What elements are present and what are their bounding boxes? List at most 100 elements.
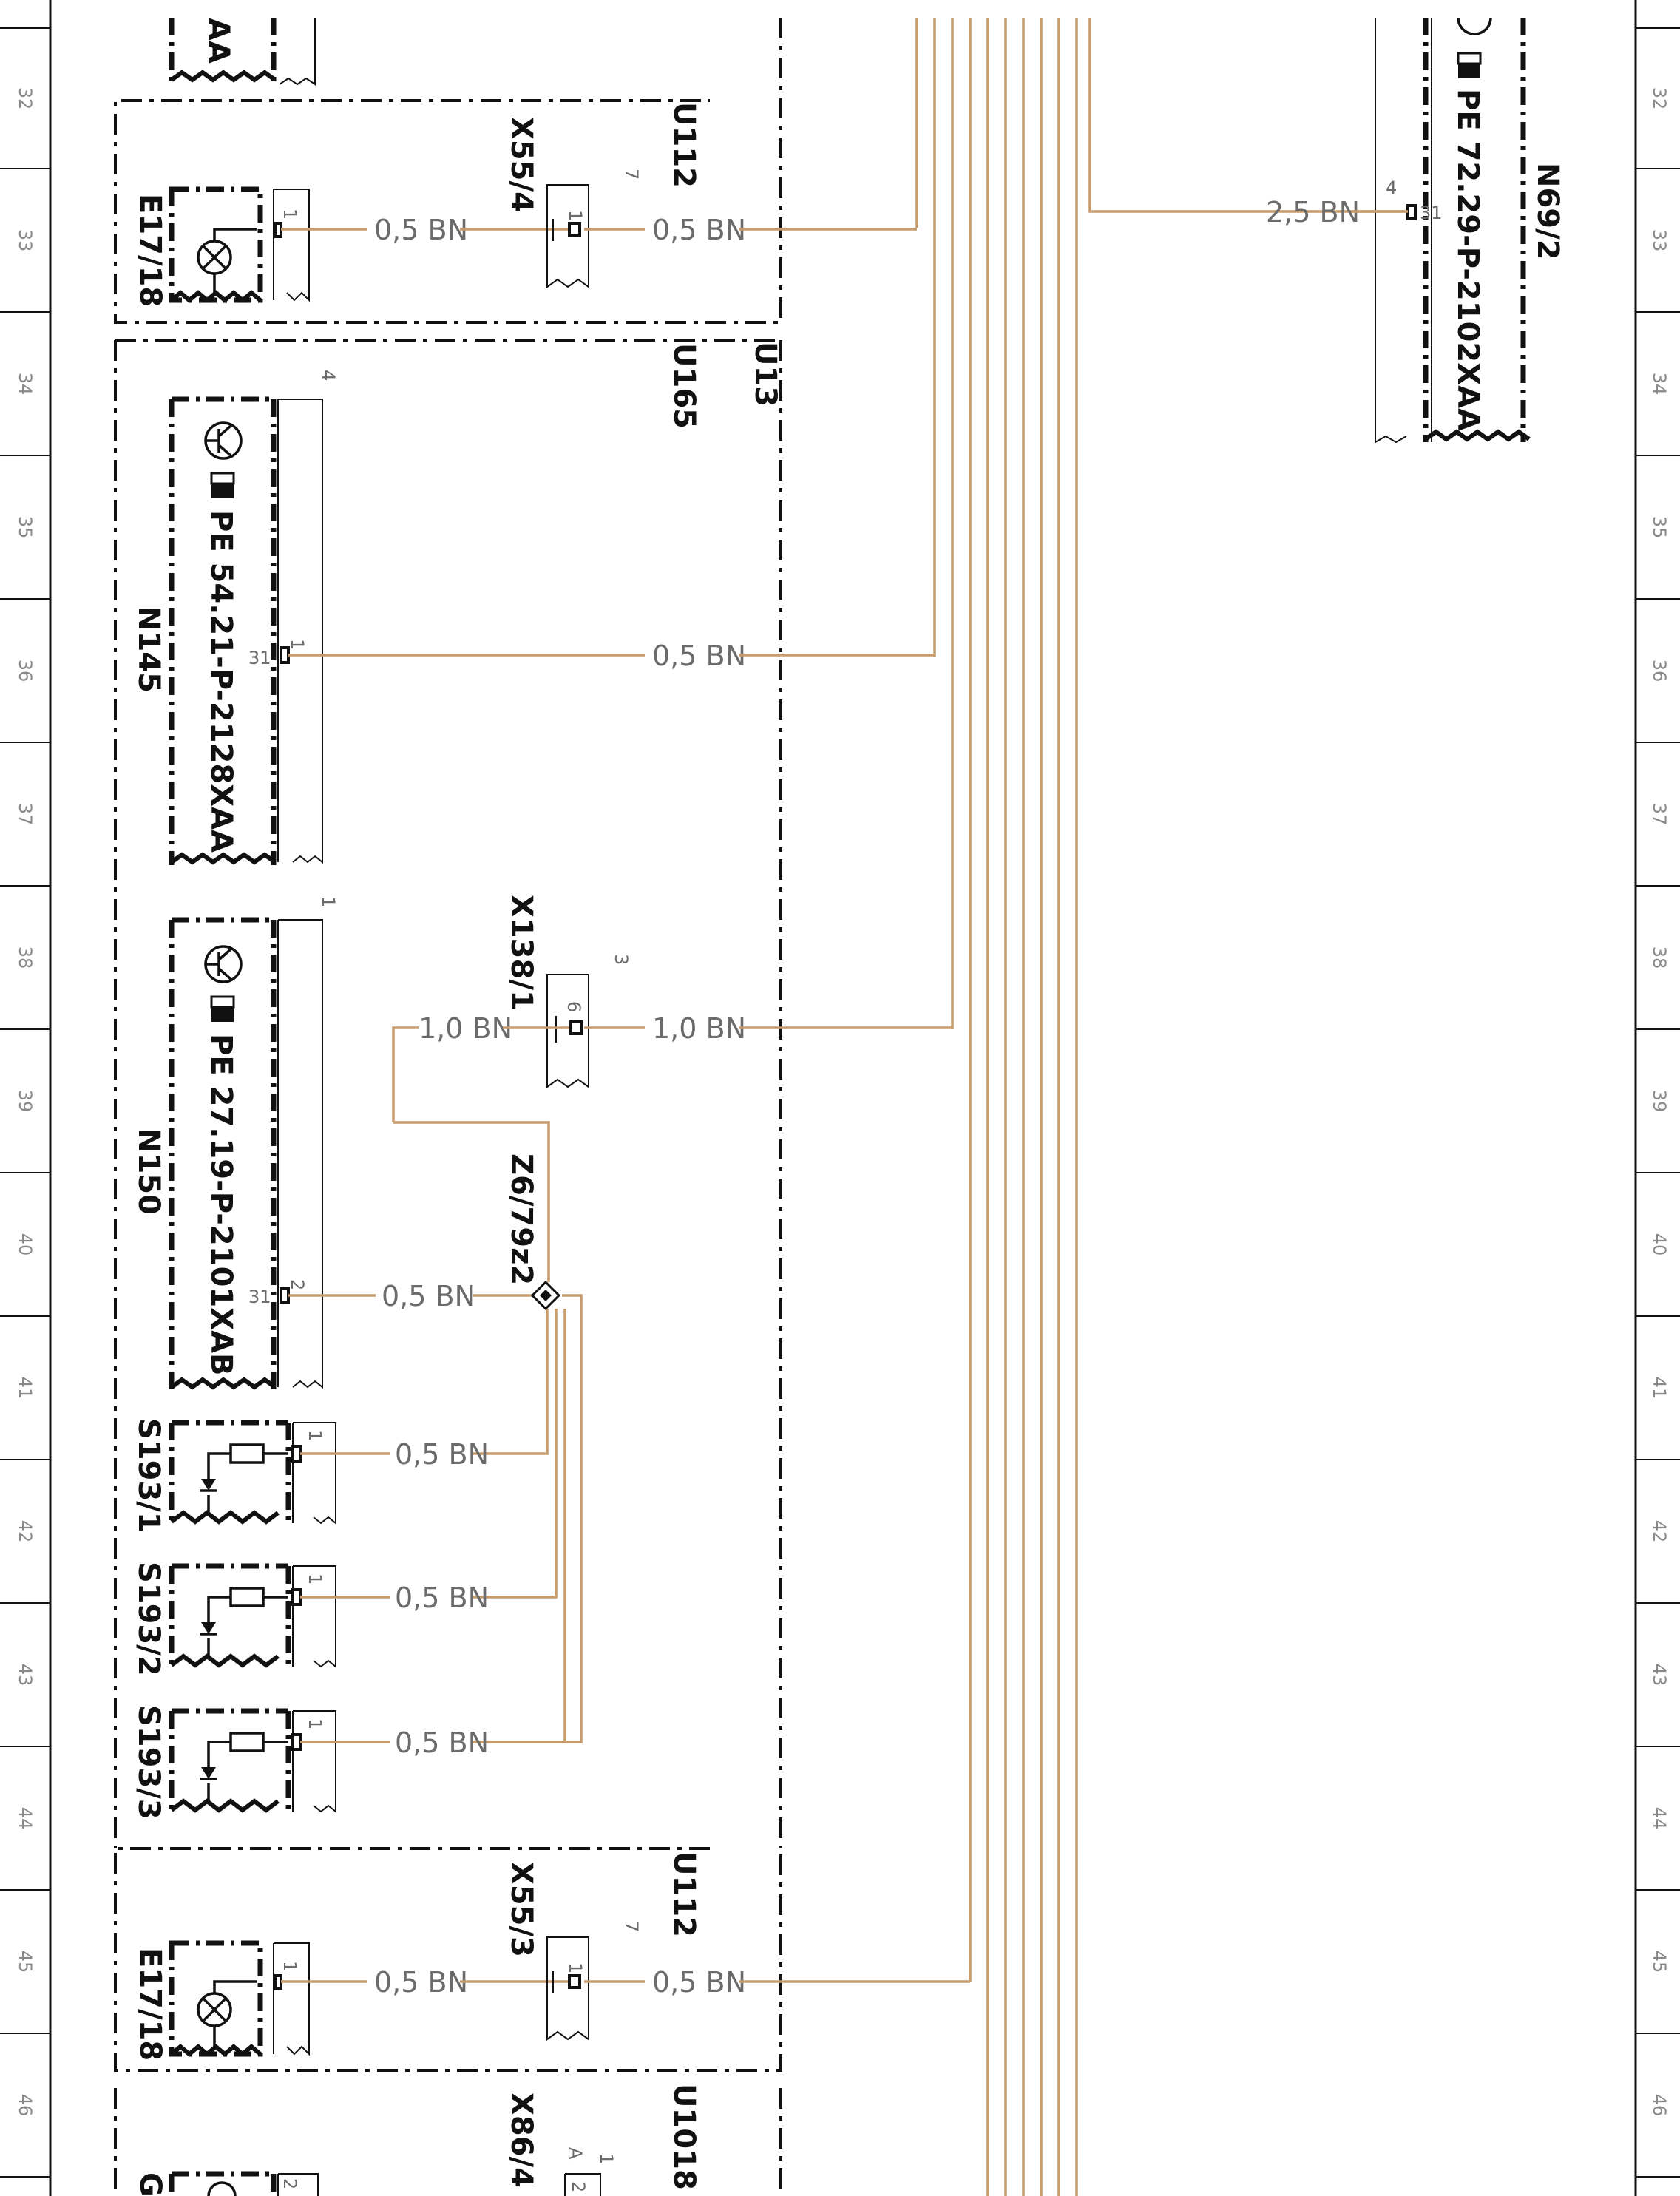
right-ruler: 32 33 34 35 36 37 38 39 40 41 42 43 44 4… <box>1634 0 1680 2196</box>
ruler-right-40: 40 <box>1649 1233 1670 1256</box>
ruler-right-44: 44 <box>1649 1807 1670 1830</box>
ruler-left-40: 40 <box>15 1233 35 1256</box>
module-u112-bottom-label: U112 <box>667 1851 701 1937</box>
n150-pin-inner: 2 <box>287 1279 308 1290</box>
ruler-right-45: 45 <box>1649 1951 1670 1973</box>
ruler-left-44: 44 <box>15 1807 35 1830</box>
ruler-left-32: 32 <box>15 87 35 110</box>
ruler-right-42: 42 <box>1649 1520 1670 1543</box>
ruler-left-33: 33 <box>15 229 35 252</box>
x55-4-pin-inner: 1 <box>565 210 586 221</box>
x86-pin-outer: 1 <box>596 2153 617 2164</box>
module-u13-label: U13 <box>748 342 782 407</box>
wire-label-x138-b: 1,0 BN <box>652 1012 746 1045</box>
x138-1-label: X138/1 <box>504 895 538 1011</box>
n145-pin-ground: 31 <box>248 648 271 668</box>
wire-label-e17-top-b: 0,5 BN <box>652 214 746 246</box>
n150-pin-ground: 31 <box>248 1287 271 1307</box>
x55-4-label: X55/4 <box>504 117 538 212</box>
transistor-icon <box>204 421 243 460</box>
n145-pin-inner: 1 <box>287 639 308 650</box>
resistor-icon <box>229 1443 265 1464</box>
ruler-left-36: 36 <box>15 660 35 682</box>
hand-pointer-icon <box>210 995 235 1022</box>
n145-pin-outer: 4 <box>318 370 339 381</box>
ruler-left-45: 45 <box>15 1951 35 1973</box>
component-n69-2: PE 72.29-P-2102XAA N69/2 4 31 <box>1375 17 1565 444</box>
g-pin: 2 <box>280 2178 300 2189</box>
connector-x55-3: 1 7 X55/3 <box>504 1862 642 2041</box>
n69-2-doc: PE 72.29-P-2102XAA <box>1451 89 1485 431</box>
component-e17-18-top: 1 E17/18 <box>133 186 310 307</box>
n69-pin-inner: 31 <box>1420 203 1443 223</box>
wire-label-s193-2: 0,5 BN <box>395 1582 489 1614</box>
wire-label-e17-bot-a: 0,5 BN <box>374 1966 468 1999</box>
transistor-icon <box>204 945 243 983</box>
top-partial-component: AA <box>169 18 316 86</box>
ruler-left-39: 39 <box>15 1090 35 1113</box>
component-n145: PE 54.21-P-2128XAA N145 4 1 31 <box>132 370 339 865</box>
x55-3-label: X55/3 <box>504 1862 538 1957</box>
n145-label: N145 <box>132 606 166 693</box>
x138-pin-outer: 3 <box>611 954 631 965</box>
wire-label-x138-a: 1,0 BN <box>419 1012 512 1045</box>
module-u13-u165: U13 U165 <box>114 339 782 1848</box>
component-s193-2: 1 S193/2 <box>132 1562 336 1676</box>
resistor-icon <box>229 1587 265 1607</box>
ruler-right-43: 43 <box>1649 1664 1670 1687</box>
n150-label: N150 <box>132 1128 166 1215</box>
hand-pointer-icon <box>210 472 235 498</box>
ruler-left-42: 42 <box>15 1520 35 1543</box>
n150-pin-outer: 1 <box>318 896 339 907</box>
module-u1018: U1018 <box>114 2084 782 2196</box>
s193-3-pin: 1 <box>305 1718 325 1729</box>
connector-x86-4: 1 A 2 X86/4 <box>504 2092 617 2196</box>
ruler-right-34: 34 <box>1649 373 1670 396</box>
wire-label-n150: 0,5 BN <box>382 1280 475 1312</box>
ruler-right-41: 41 <box>1649 1377 1670 1400</box>
x55-3-pin-inner: 1 <box>565 1962 586 1973</box>
x86-pin-a: A <box>565 2147 586 2160</box>
ruler-right-33: 33 <box>1649 229 1670 252</box>
g-partial-label: G <box>133 2172 167 2196</box>
component-g-partial: 2 G <box>133 2171 319 2196</box>
ruler-left-46: 46 <box>15 2094 35 2117</box>
ruler-right-35: 35 <box>1649 516 1670 539</box>
resistor-icon <box>229 1732 265 1752</box>
x138-pin-inner: 6 <box>563 1001 584 1012</box>
ruler-right-46: 46 <box>1649 2094 1670 2117</box>
hand-pointer-icon <box>1457 52 1482 78</box>
module-u165-label: U165 <box>667 343 701 429</box>
ruler-left-41: 41 <box>15 1377 35 1400</box>
wire-label-s193-3: 0,5 BN <box>395 1726 489 1759</box>
x86-pin-inner: 2 <box>568 2181 589 2192</box>
left-ruler: 32 33 34 35 36 37 38 39 40 41 42 43 44 4… <box>0 0 52 2196</box>
ruler-right-32: 32 <box>1649 87 1670 110</box>
wire-label-n145: 0,5 BN <box>652 640 746 672</box>
x55-3-pin-outer: 7 <box>621 1921 642 1932</box>
component-s193-3: 1 S193/3 <box>132 1705 336 1820</box>
ruler-left-35: 35 <box>15 516 35 539</box>
x55-4-pin-outer: 7 <box>621 169 642 180</box>
module-u112-top: U112 <box>114 18 782 324</box>
s193-1-label: S193/1 <box>132 1418 166 1533</box>
s193-3-label: S193/3 <box>132 1705 166 1820</box>
s193-2-label: S193/2 <box>132 1562 166 1676</box>
wire-label-s193-1: 0,5 BN <box>395 1438 489 1471</box>
connector-x55-4: 1 7 X55/4 <box>504 117 642 288</box>
e17-top-pin: 1 <box>280 209 300 220</box>
splice-z6-79z2: Z6/79z2 <box>393 1121 583 1743</box>
led-icon <box>201 1479 216 1491</box>
wire-label-e17-top-a: 0,5 BN <box>374 214 468 246</box>
ruler-right-37: 37 <box>1649 803 1670 826</box>
n69-pin-outer: 4 <box>1386 177 1397 198</box>
n69-2-label: N69/2 <box>1531 163 1565 260</box>
wire-label-n69: 2,5 BN <box>1266 196 1360 228</box>
wire-label-e17-bot-b: 0,5 BN <box>652 1966 746 1999</box>
s193-1-pin: 1 <box>305 1430 325 1441</box>
z6-79z2-label: Z6/79z2 <box>504 1153 538 1285</box>
component-e17-18-bottom: 1 E17/18 <box>133 1940 310 2061</box>
ruler-right-38: 38 <box>1649 946 1670 969</box>
ruler-right-36: 36 <box>1649 660 1670 682</box>
